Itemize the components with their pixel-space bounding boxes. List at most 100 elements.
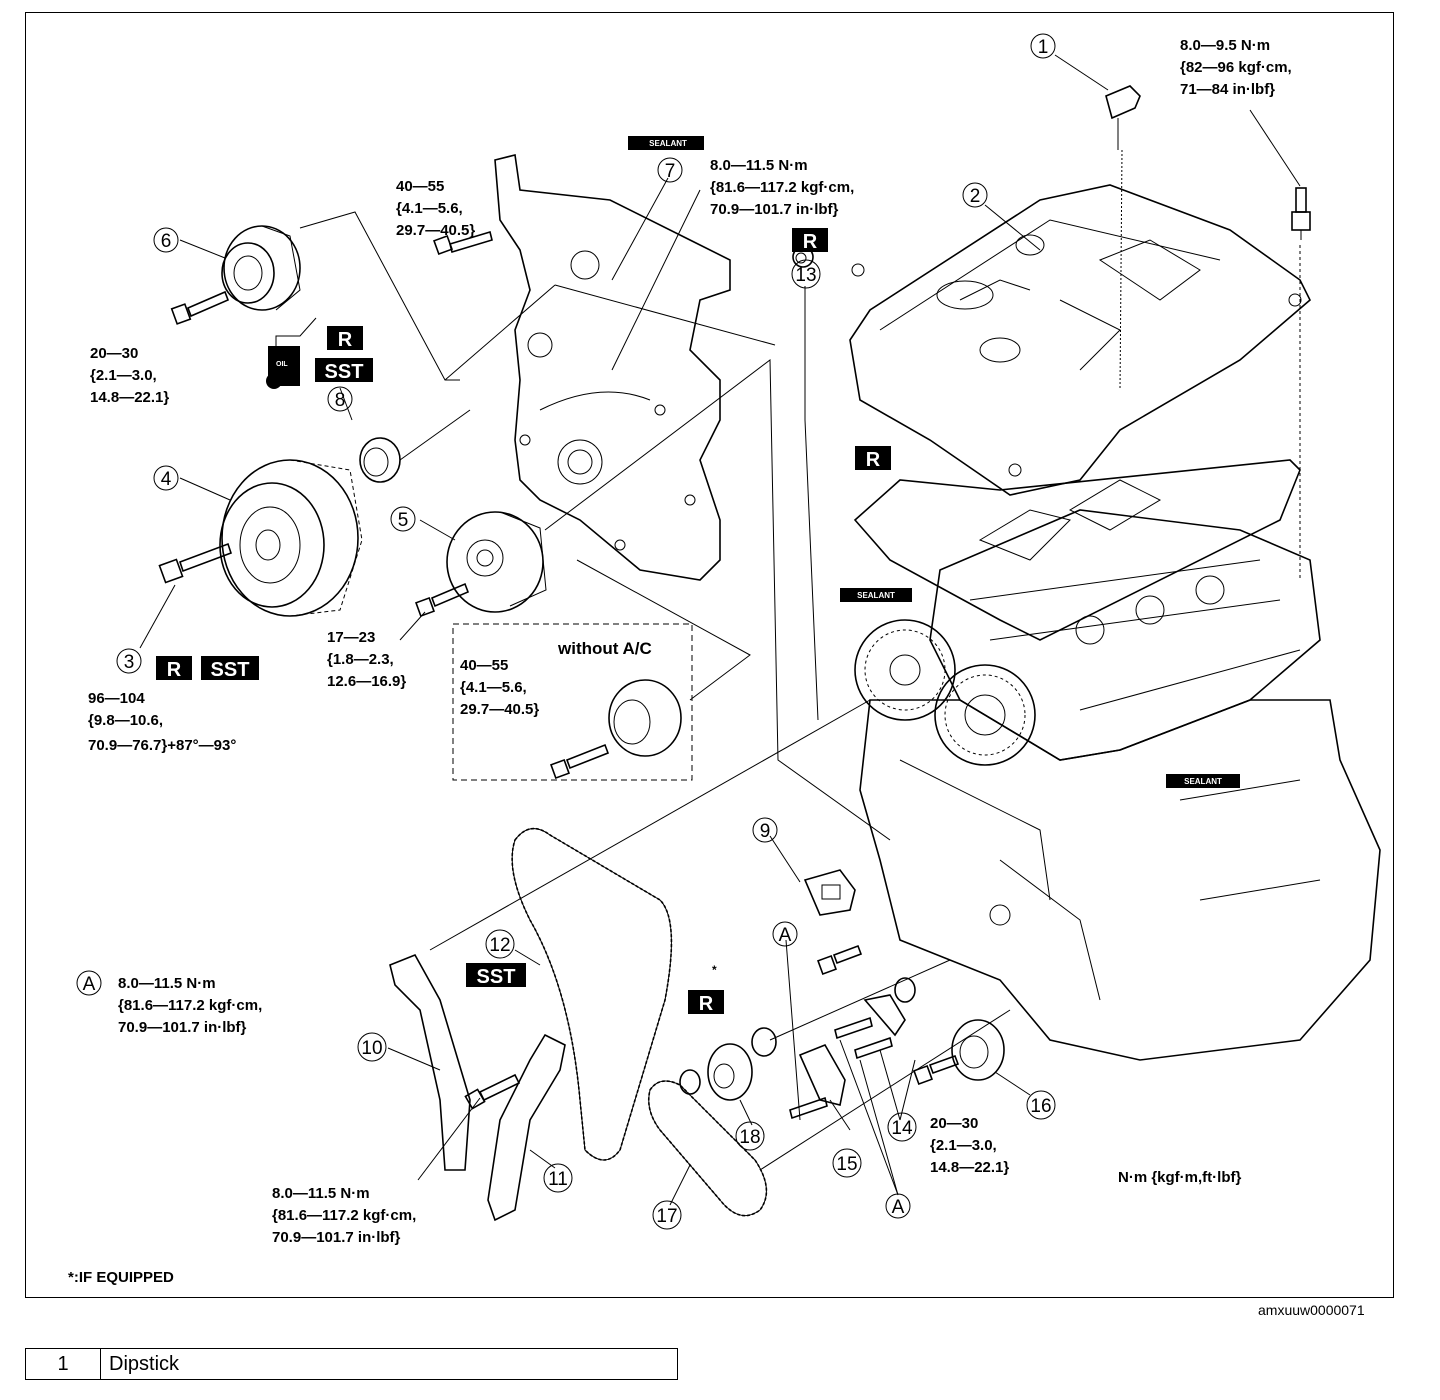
tensioner-mount-bolt — [817, 944, 863, 975]
svg-text:{4.1—5.6,: {4.1—5.6, — [396, 200, 463, 217]
svg-text:{2.1—3.0,: {2.1—3.0, — [930, 1137, 997, 1154]
svg-text:13: 13 — [795, 265, 816, 286]
svg-text:71—84 in·lbf}: 71—84 in·lbf} — [1180, 81, 1275, 98]
diagram-frame — [25, 12, 1394, 1298]
svg-text:2: 2 — [970, 186, 981, 207]
svg-text:R: R — [167, 659, 182, 681]
oil-label: OIL — [276, 361, 288, 368]
oil-pressure-switch — [1291, 187, 1311, 580]
svg-text:8.0—11.5 N·m: 8.0—11.5 N·m — [118, 975, 216, 992]
callout-3: 3 — [116, 648, 142, 674]
sealant-badge-head: SEALANT — [840, 588, 912, 602]
chain-tensioner — [803, 869, 856, 916]
svg-text:12.6—16.9}: 12.6—16.9} — [327, 673, 406, 690]
sst-badge-oil-seal: SST — [315, 358, 373, 383]
svg-text:{9.8—10.6,: {9.8—10.6, — [88, 712, 163, 729]
svg-text:{81.6—117.2 kgf·cm,: {81.6—117.2 kgf·cm, — [118, 997, 262, 1014]
leader-lines — [139, 54, 1301, 1206]
footnote: *:IF EQUIPPED — [68, 1269, 174, 1286]
asterisk-mark: * — [712, 963, 717, 977]
idler-bolt — [170, 290, 230, 325]
svg-text:9: 9 — [760, 821, 771, 842]
oil-pump-chain-tensioner — [798, 977, 916, 1106]
svg-text:14.8—22.1}: 14.8—22.1} — [90, 389, 169, 406]
svg-text:8.0—11.5 N·m: 8.0—11.5 N·m — [272, 1185, 370, 1202]
r-badge-crank: R — [688, 990, 724, 1015]
torque-dipstick-bolt: 8.0—9.5 N·m {82—96 kgf·cm, 71—84 in·lbf} — [1180, 37, 1292, 98]
svg-text:SEALANT: SEALANT — [1184, 777, 1222, 786]
r-badge-gasket: R — [855, 446, 891, 471]
svg-text:3: 3 — [124, 652, 135, 673]
cover-bolt — [433, 230, 493, 255]
exploded-engine-diagram: OIL — [68, 33, 1381, 1286]
legend-row: 1 Dipstick — [25, 1348, 678, 1380]
svg-text:70.9—101.7 in·lbf}: 70.9—101.7 in·lbf} — [272, 1229, 401, 1246]
torque-front-cover: 8.0—11.5 N·m {81.6—117.2 kgf·cm, 70.9—10… — [710, 157, 854, 218]
oil-application-icon: OIL — [266, 317, 317, 389]
badges: R R SST R SST R SST R SEALANT SEALANT SE… — [156, 136, 1240, 1015]
sst-badge-pulley-bolt: SST — [201, 656, 259, 681]
callout-16: 16 — [1026, 1090, 1056, 1120]
crankshaft-pulley — [219, 459, 363, 617]
callout-10: 10 — [357, 1032, 387, 1062]
svg-text:20—30: 20—30 — [90, 345, 138, 362]
callout-12: 12 — [485, 929, 515, 959]
callout-a-bolt-2: A — [885, 1193, 911, 1219]
idler-pulley — [221, 225, 301, 311]
timing-chain — [511, 827, 673, 1161]
without-ac-label: without A/C — [557, 639, 652, 658]
callout-a-bolt-1: A — [772, 921, 798, 947]
r-badge-oil-seal: R — [327, 326, 363, 351]
callout-14: 14 — [887, 1112, 917, 1142]
intake-cam-sprocket — [854, 619, 956, 721]
svg-text:14: 14 — [891, 1118, 913, 1139]
svg-text:40—55: 40—55 — [460, 657, 508, 674]
svg-text:15: 15 — [836, 1154, 857, 1175]
drive-belt-tensioner-pulley — [446, 511, 547, 613]
svg-text:R: R — [699, 993, 714, 1015]
svg-text:R: R — [866, 449, 881, 471]
svg-text:{81.6—117.2 kgf·cm,: {81.6—117.2 kgf·cm, — [272, 1207, 416, 1224]
svg-text:SST: SST — [211, 659, 250, 681]
callout-18: 18 — [735, 1121, 765, 1151]
svg-text:SST: SST — [325, 361, 364, 383]
r-badge-pulley-bolt: R — [156, 656, 192, 681]
oil-pump-sprocket — [951, 1019, 1005, 1081]
svg-text:40—55: 40—55 — [396, 178, 444, 195]
torque-tensioner-bolt: 17—23 {1.8—2.3, 12.6—16.9} — [327, 629, 406, 690]
torque-idler-bolt: 20—30 {2.1—3.0, 14.8—22.1} — [90, 345, 169, 406]
callout-9: 9 — [752, 817, 778, 843]
head-cover-gasket — [853, 459, 1301, 641]
callout-6: 6 — [153, 227, 179, 253]
exhaust-cam-sprocket — [934, 664, 1036, 766]
svg-text:70.9—101.7 in·lbf}: 70.9—101.7 in·lbf} — [118, 1019, 247, 1036]
callout-4: 4 — [153, 465, 179, 491]
svg-text:{1.8—2.3,: {1.8—2.3, — [327, 651, 394, 668]
guide-bolt — [464, 1073, 521, 1110]
dipstick-part — [1105, 85, 1141, 391]
tensioner-arm — [487, 1033, 566, 1222]
svg-text:6: 6 — [161, 231, 172, 252]
torque-note-a: 8.0—11.5 N·m {81.6—117.2 kgf·cm, 70.9—10… — [118, 975, 262, 1036]
svg-text:18: 18 — [739, 1127, 760, 1148]
torque-sprocket-bolt: 20—30 {2.1—3.0, 14.8—22.1} — [930, 1115, 1009, 1176]
callout-11: 11 — [543, 1163, 573, 1193]
svg-text:10: 10 — [361, 1038, 382, 1059]
svg-text:96—104: 96—104 — [88, 690, 145, 707]
svg-text:8.0—11.5 N·m: 8.0—11.5 N·m — [710, 157, 808, 174]
torque-without-ac-bolt: 40—55 {4.1—5.6, 29.7—40.5} — [460, 657, 539, 718]
r-badge-head-cover: R — [792, 228, 828, 253]
svg-text:16: 16 — [1030, 1096, 1051, 1117]
sealant-badge-block: SEALANT — [1166, 774, 1240, 788]
units-note: N·m {kgf·m,ft·lbf} — [1118, 1169, 1241, 1186]
svg-text:A: A — [779, 925, 792, 946]
svg-text:14.8—22.1}: 14.8—22.1} — [930, 1159, 1009, 1176]
engine-front-cover — [494, 154, 731, 581]
svg-text:20—30: 20—30 — [930, 1115, 978, 1132]
svg-text:SEALANT: SEALANT — [649, 139, 687, 148]
tensioner-bolts — [789, 1016, 893, 1120]
svg-text:8: 8 — [335, 390, 346, 411]
torque-pulley-bolt: 96—104 {9.8—10.6, 70.9—76.7}+87°—93° — [88, 690, 236, 754]
without-ac-box — [452, 623, 693, 781]
sealant-badge-cover: SEALANT — [628, 136, 704, 150]
